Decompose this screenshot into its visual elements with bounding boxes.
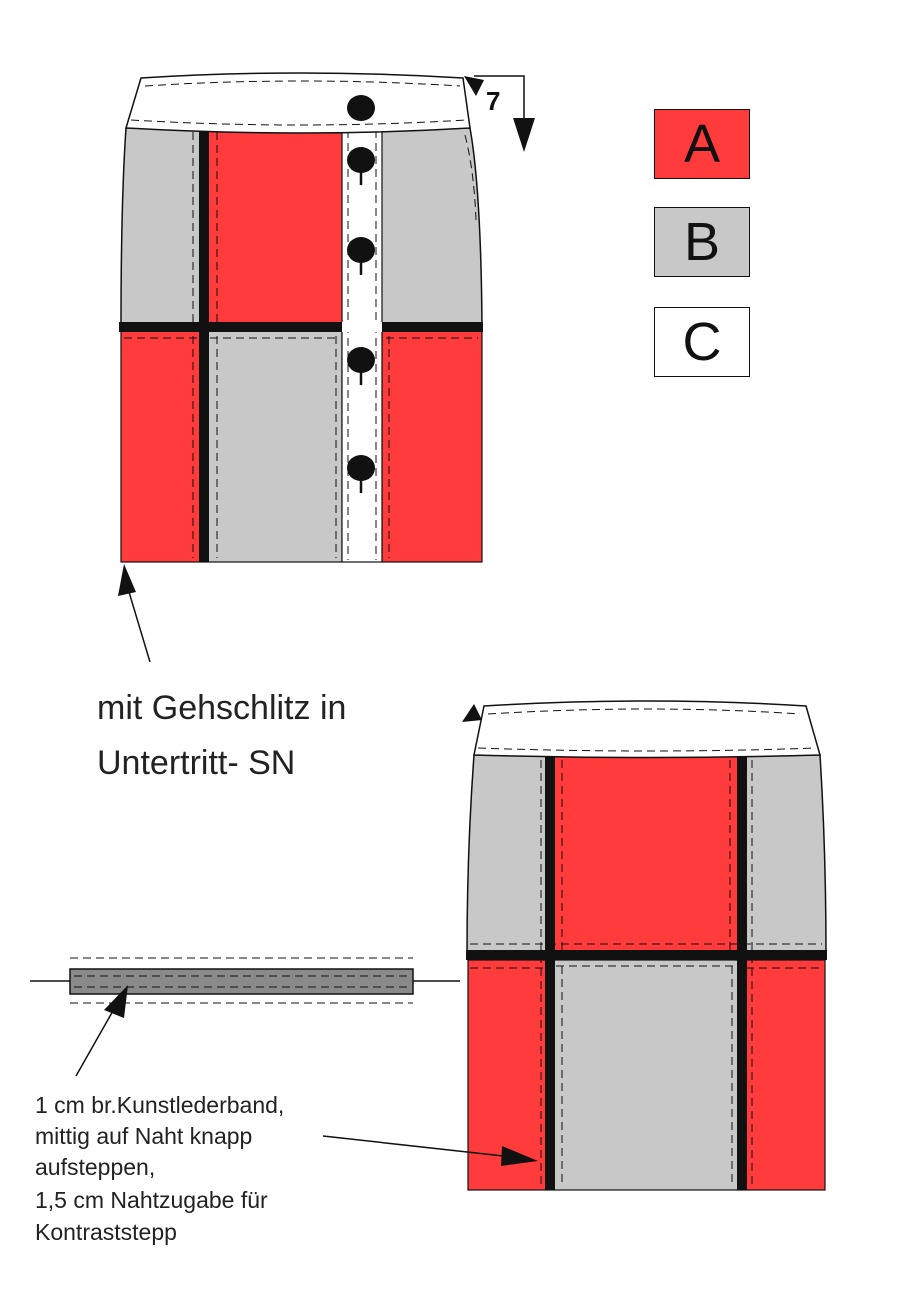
- band-note-line2: mittig auf Naht knapp: [35, 1123, 253, 1149]
- legend-swatch-c: C: [654, 307, 750, 377]
- front-lower-center-panel: [204, 329, 343, 563]
- band-note-pointer: [322, 1135, 513, 1158]
- back-vertical-band-left: [545, 757, 555, 1190]
- back-waistband: [473, 700, 821, 759]
- back-lower-center-panel: [548, 959, 742, 1191]
- legend-label-c: C: [682, 312, 722, 372]
- front-lower-right-panel: [381, 329, 483, 563]
- front-lower-left-panel: [120, 329, 206, 563]
- slit-note-line1: mit Gehschlitz in: [97, 689, 347, 727]
- front-vertical-band: [199, 130, 209, 562]
- button: [347, 455, 375, 481]
- slit-note-line2: Untertritt- SN: [97, 744, 296, 782]
- front-horizontal-band: [119, 322, 483, 332]
- leather-band-detail: [69, 968, 414, 995]
- back-skirt: [462, 700, 827, 1191]
- placket-buttons: [347, 95, 375, 493]
- front-upper-center-panel: [205, 130, 342, 326]
- waistband-measure-label: 7: [486, 86, 501, 116]
- front-skirt: [118, 72, 535, 663]
- back-upper-center-panel: [549, 757, 741, 955]
- waistband-measure-arrow: [474, 75, 525, 130]
- band-note-line5: Kontraststepp: [35, 1219, 177, 1245]
- band-pointer-arrow: [75, 1001, 119, 1077]
- legend-swatch-a: A: [654, 109, 750, 179]
- slit-pointer-arrow: [125, 581, 151, 663]
- button: [347, 237, 375, 263]
- back-lower-right-panel: [740, 959, 826, 1191]
- back-horizontal-band: [466, 950, 827, 960]
- button: [347, 95, 375, 121]
- button: [347, 147, 375, 173]
- band-note-line3: aufsteppen,: [35, 1154, 156, 1180]
- band-cross-section: [30, 957, 538, 1166]
- back-vertical-band-right: [737, 757, 747, 1190]
- band-note-line4: 1,5 cm Nahtzugabe für: [35, 1187, 268, 1213]
- legend-label-a: A: [683, 114, 721, 174]
- band-note-line1: 1 cm br.Kunstlederband,: [35, 1092, 285, 1118]
- button: [347, 347, 375, 373]
- front-waistband: [125, 72, 471, 134]
- legend-label-b: B: [683, 212, 721, 272]
- legend-swatch-b: B: [654, 207, 750, 277]
